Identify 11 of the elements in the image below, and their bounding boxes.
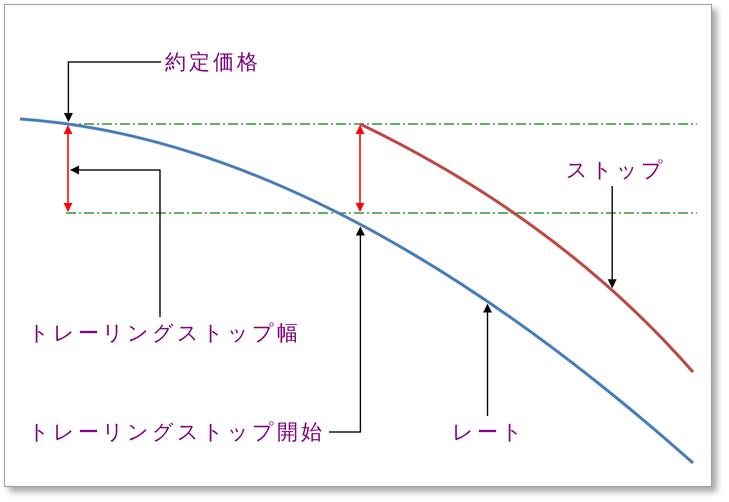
leader-line [608,186,617,288]
leader-line [483,304,492,416]
rate-label: レート [452,419,526,445]
start-label: トレーリングストップ開始 [28,419,325,445]
leader-line [70,166,161,317]
leader-line [64,61,161,122]
price-label: 約定価格 [165,49,261,75]
leader-line [329,226,365,433]
width-label: トレーリングストップ幅 [28,320,301,346]
rate-curve [20,118,694,464]
stop-label: ストップ [566,157,666,183]
